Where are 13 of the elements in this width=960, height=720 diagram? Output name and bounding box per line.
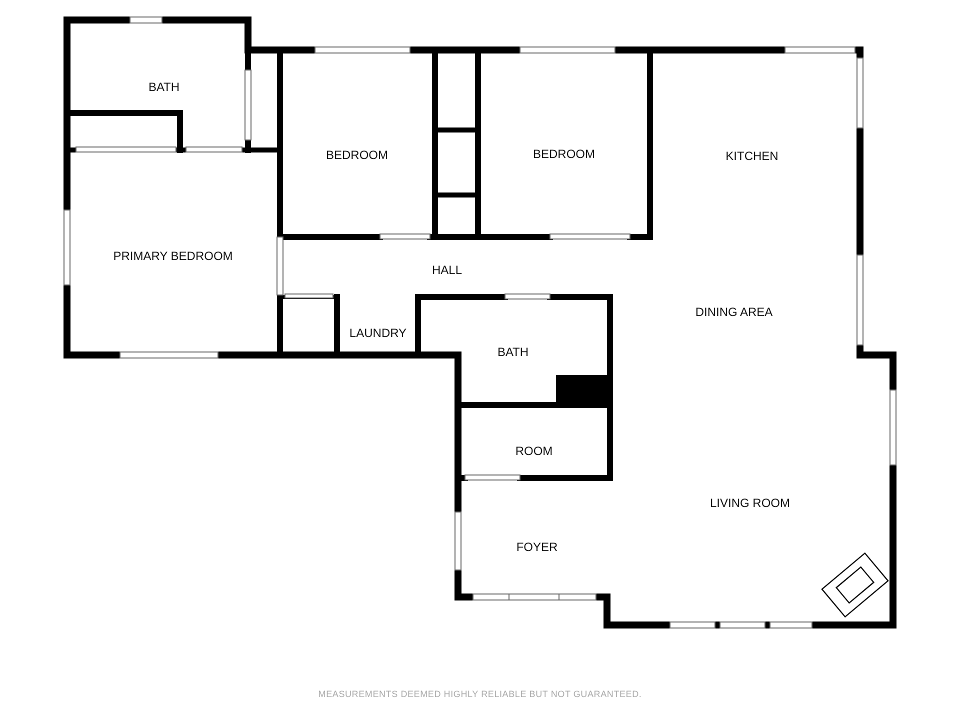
room-label: BATH	[148, 80, 180, 94]
room-label: HALL	[432, 263, 462, 277]
room-label: ROOM	[515, 444, 553, 458]
room-label: BATH	[497, 345, 529, 359]
room-label: FOYER	[516, 540, 558, 554]
room-label: BEDROOM	[533, 147, 595, 161]
disclaimer-note: MEASUREMENTS DEEMED HIGHLY RELIABLE BUT NOT GUARANTEED.	[318, 689, 642, 699]
room-label: LAUNDRY	[349, 326, 407, 340]
room-label: BEDROOM	[326, 148, 388, 162]
room-label: DINING AREA	[695, 305, 773, 319]
room-label: PRIMARY BEDROOM	[113, 249, 233, 263]
room-label: KITCHEN	[726, 149, 778, 163]
room-label: LIVING ROOM	[710, 496, 790, 510]
